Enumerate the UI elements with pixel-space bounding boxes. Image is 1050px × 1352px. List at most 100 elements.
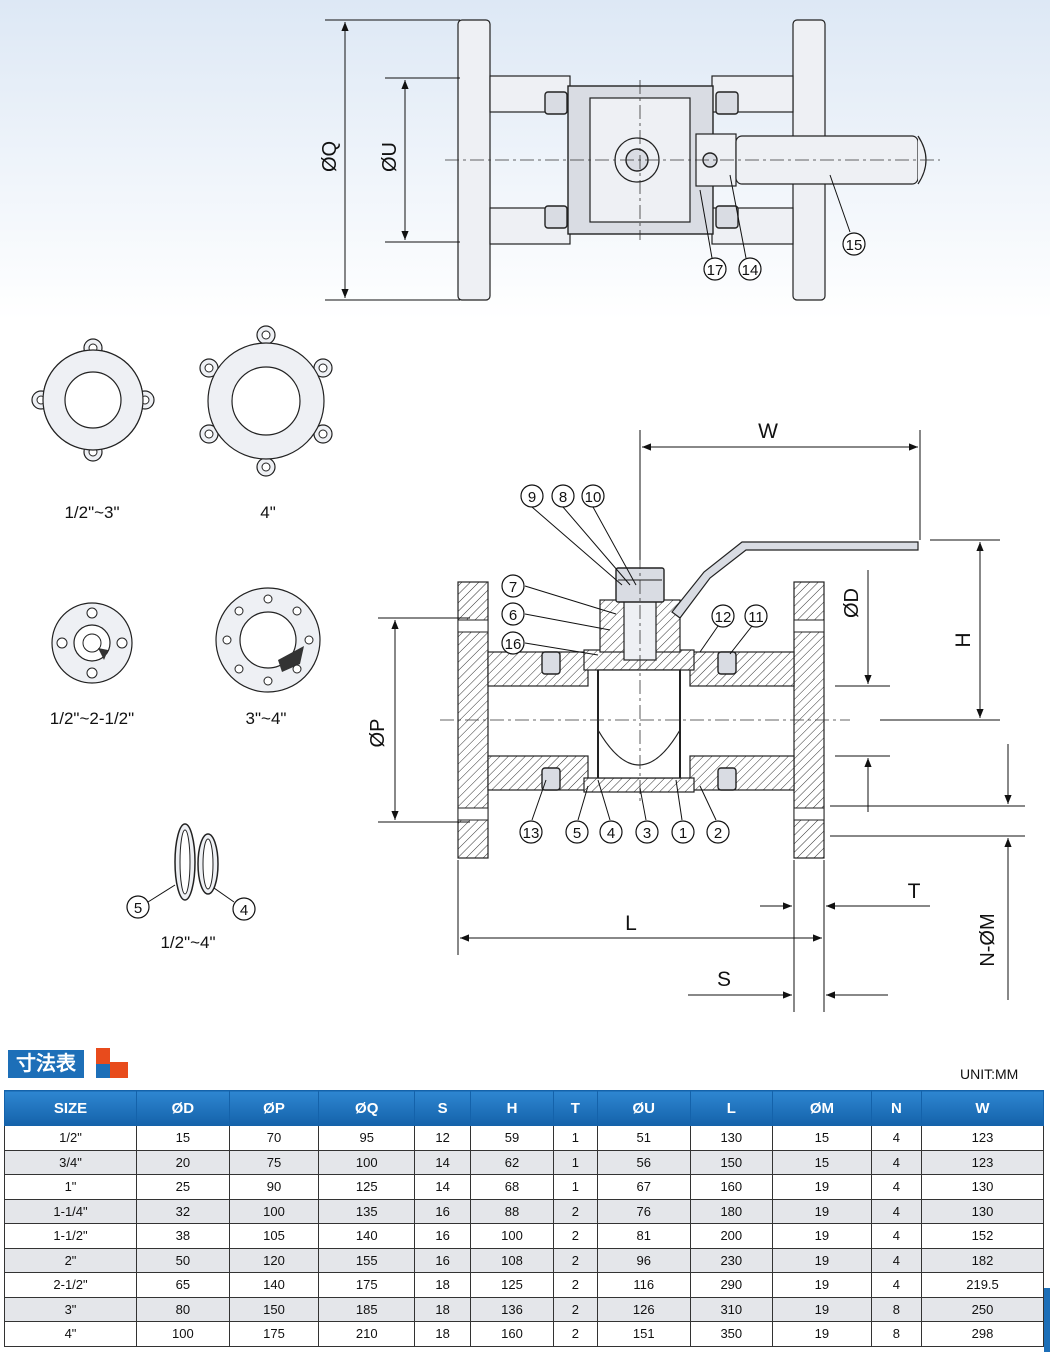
table-cell: 12 [414,1125,472,1151]
table-cell: 185 [318,1296,416,1322]
table-cell: 3/4" [3,1149,138,1175]
table-cell: 70 [228,1125,320,1151]
dim-u-label: ØU [379,142,401,172]
table-cell: 68 [470,1174,554,1200]
table-cell: 19 [772,1272,872,1298]
table-cell: 135 [318,1198,416,1224]
column-header: ØP [228,1090,320,1126]
callout-8: 8 [559,489,567,506]
flange-label-half-to-2half: 1/2"~2-1/2" [50,709,134,728]
table-cell: 1 [552,1174,598,1200]
table-cell: 105 [228,1223,320,1249]
table-cell: 15 [136,1125,230,1151]
table-cell: 4 [870,1198,923,1224]
table-cell: 59 [470,1125,554,1151]
seat-rings: 5 4 [126,823,256,921]
table-cell: 123 [921,1149,1044,1175]
column-header: SIZE [3,1090,138,1126]
flange-label-4: 4" [260,503,276,522]
table-cell: 140 [228,1272,320,1298]
table-cell: 14 [414,1174,472,1200]
callout-11: 11 [748,609,764,626]
table-cell: 80 [136,1296,230,1322]
table-cell: 4 [870,1174,923,1200]
table-cell: 298 [921,1321,1044,1347]
top-view: ØQ ØU 17 14 15 [319,19,940,301]
table-cell: 56 [596,1149,691,1175]
table-cell: 100 [228,1198,320,1224]
flange-view-4-bolt [31,338,155,462]
table-cell: 130 [921,1198,1044,1224]
seat-callout-5 [126,895,150,919]
table-cell: 16 [414,1223,472,1249]
table-cell: 90 [228,1174,320,1200]
column-header: L [689,1090,774,1126]
table-cell: 100 [136,1321,230,1347]
dim-t-label: T [908,880,921,903]
table-cell: 1 [552,1125,598,1151]
table-cell: 150 [228,1296,320,1322]
section-right-lower-wall [689,755,795,791]
callout-10: 10 [585,489,602,506]
table-cell: 50 [136,1247,230,1273]
flange-face-small [51,602,133,684]
table-cell: 62 [470,1149,554,1175]
dim-nm-label: N-ØM [977,913,999,966]
table-cell: 4 [870,1149,923,1175]
column-header: T [552,1090,598,1126]
table-title: 寸法表 [8,1050,84,1078]
table-cell: 130 [689,1125,774,1151]
table-cell: 38 [136,1223,230,1249]
table-cell: 16 [414,1247,472,1273]
table-cell: 250 [921,1296,1044,1322]
table-cell: 18 [414,1296,472,1322]
callout-15-label: 15 [846,237,863,254]
table-cell: 100 [470,1223,554,1249]
technical-drawing: ØQ ØU 17 14 15 1/2"~3" 4" [31,19,1025,1012]
title-decoration [96,1048,110,1064]
table-cell: 1" [3,1174,138,1200]
column-header: ØQ [318,1090,416,1126]
table-cell: 4 [870,1272,923,1298]
table-cell: 19 [772,1198,872,1224]
table-cell: 126 [596,1296,691,1322]
flange-face-large [215,587,321,693]
callout-14 [738,257,762,281]
table-cell: 180 [689,1198,774,1224]
title-decoration [110,1062,128,1078]
table-cell: 182 [921,1247,1044,1273]
dim-s-label: S [717,968,731,991]
dim-w-label: W [758,420,778,443]
dim-l-label: L [625,912,637,935]
table-cell: 150 [689,1149,774,1175]
callout-17 [703,257,727,281]
table-cell: 155 [318,1247,416,1273]
table-cell: 95 [318,1125,416,1151]
table-cell: 116 [596,1272,691,1298]
table-cell: 160 [470,1321,554,1347]
table-cell: 120 [228,1247,320,1273]
section-view: W H ØD ØP N-ØM L T S [367,420,1025,1012]
table-cell: 130 [921,1174,1044,1200]
callout-9: 9 [528,489,536,506]
table-cell: 175 [318,1272,416,1298]
callout-15 [842,232,866,256]
table-cell: 200 [689,1223,774,1249]
table-cell: 2 [552,1223,598,1249]
flange-view-6-bolt [199,325,333,477]
table-cell: 2 [552,1321,598,1347]
seat-callout-4-label: 4 [240,902,248,919]
bolt [544,91,568,115]
table-cell: 1/2" [3,1125,138,1151]
flange-label-3-to-4: 3"~4" [246,709,287,728]
table-cell: 4 [870,1247,923,1273]
column-header: N [870,1090,923,1126]
table-cell: 125 [470,1272,554,1298]
table-cell: 14 [414,1149,472,1175]
callout-6: 6 [509,607,517,624]
